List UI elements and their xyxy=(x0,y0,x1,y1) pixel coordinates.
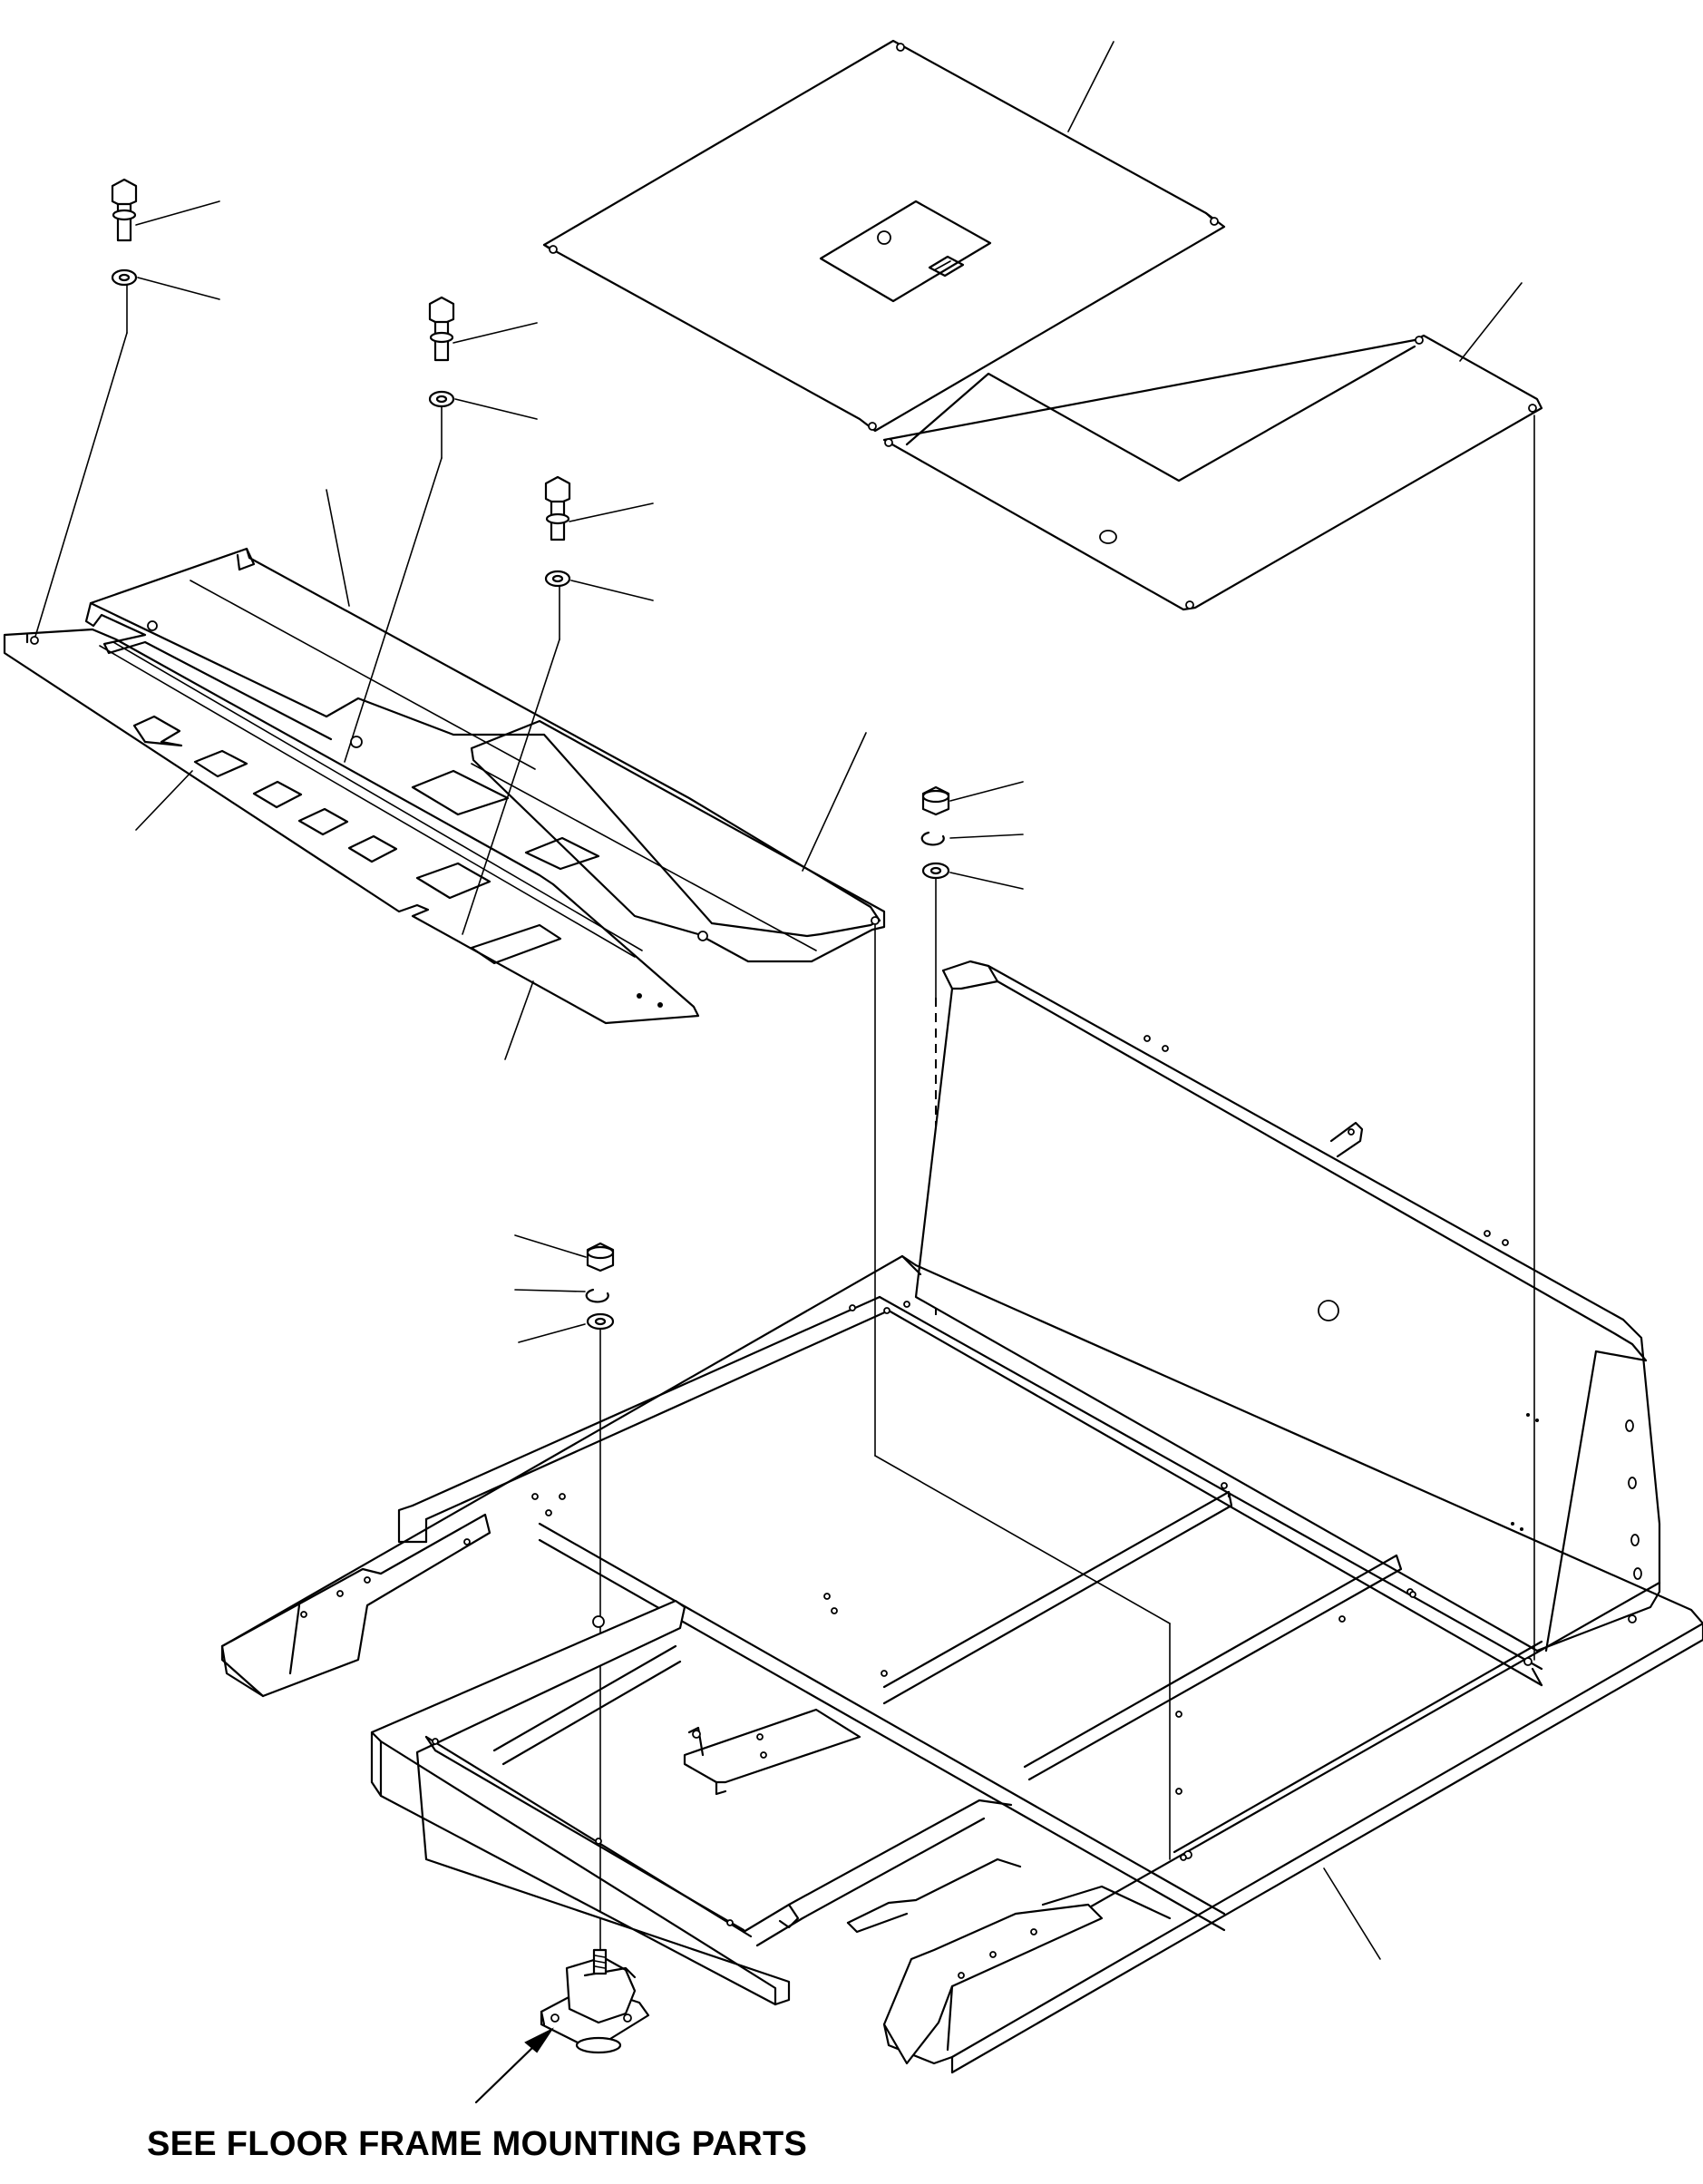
arrow-head-icon xyxy=(524,2027,554,2053)
leader-line xyxy=(1067,41,1114,132)
leader-line xyxy=(454,398,538,420)
leader-line xyxy=(949,781,1024,802)
rear-cover-plate xyxy=(882,334,1543,611)
front-slotted-plate xyxy=(3,628,700,1025)
floor-frame xyxy=(220,1254,1703,2074)
front-right-plate xyxy=(411,719,886,963)
reference-arrow xyxy=(474,2043,537,2104)
leader-line xyxy=(135,770,193,831)
leader-line xyxy=(1459,282,1523,362)
front-upper-plate xyxy=(84,547,881,938)
front-beam xyxy=(370,1599,1022,2006)
leader-line xyxy=(135,200,220,226)
bolt-3 xyxy=(544,475,571,541)
rear-upright-panel xyxy=(914,960,1661,1653)
bolt-1 xyxy=(111,178,138,242)
alignment-line xyxy=(34,332,128,640)
leader-line xyxy=(453,322,538,344)
lockwasher-left xyxy=(585,1288,609,1303)
leader-line xyxy=(514,1289,586,1292)
lockwasher-right xyxy=(920,831,945,846)
nut-right xyxy=(921,785,950,816)
leader-line xyxy=(326,489,350,607)
top-cover-plate xyxy=(542,39,1226,433)
leader-line xyxy=(514,1234,587,1258)
reference-caption: SEE FLOOR FRAME MOUNTING PARTS xyxy=(147,2125,808,2163)
bolt-2 xyxy=(428,296,455,362)
leader-line xyxy=(137,277,220,300)
seat-bracket xyxy=(683,1708,861,1796)
leader-line xyxy=(949,834,1024,839)
leader-line xyxy=(518,1323,586,1343)
leader-line xyxy=(569,502,654,522)
leader-line xyxy=(949,872,1024,890)
floor-mount-damper xyxy=(540,1948,650,2054)
leader-line xyxy=(570,580,654,601)
leader-line xyxy=(802,732,867,872)
leader-line xyxy=(504,980,534,1060)
leader-line xyxy=(1323,1867,1381,1960)
nut-left xyxy=(586,1242,615,1272)
